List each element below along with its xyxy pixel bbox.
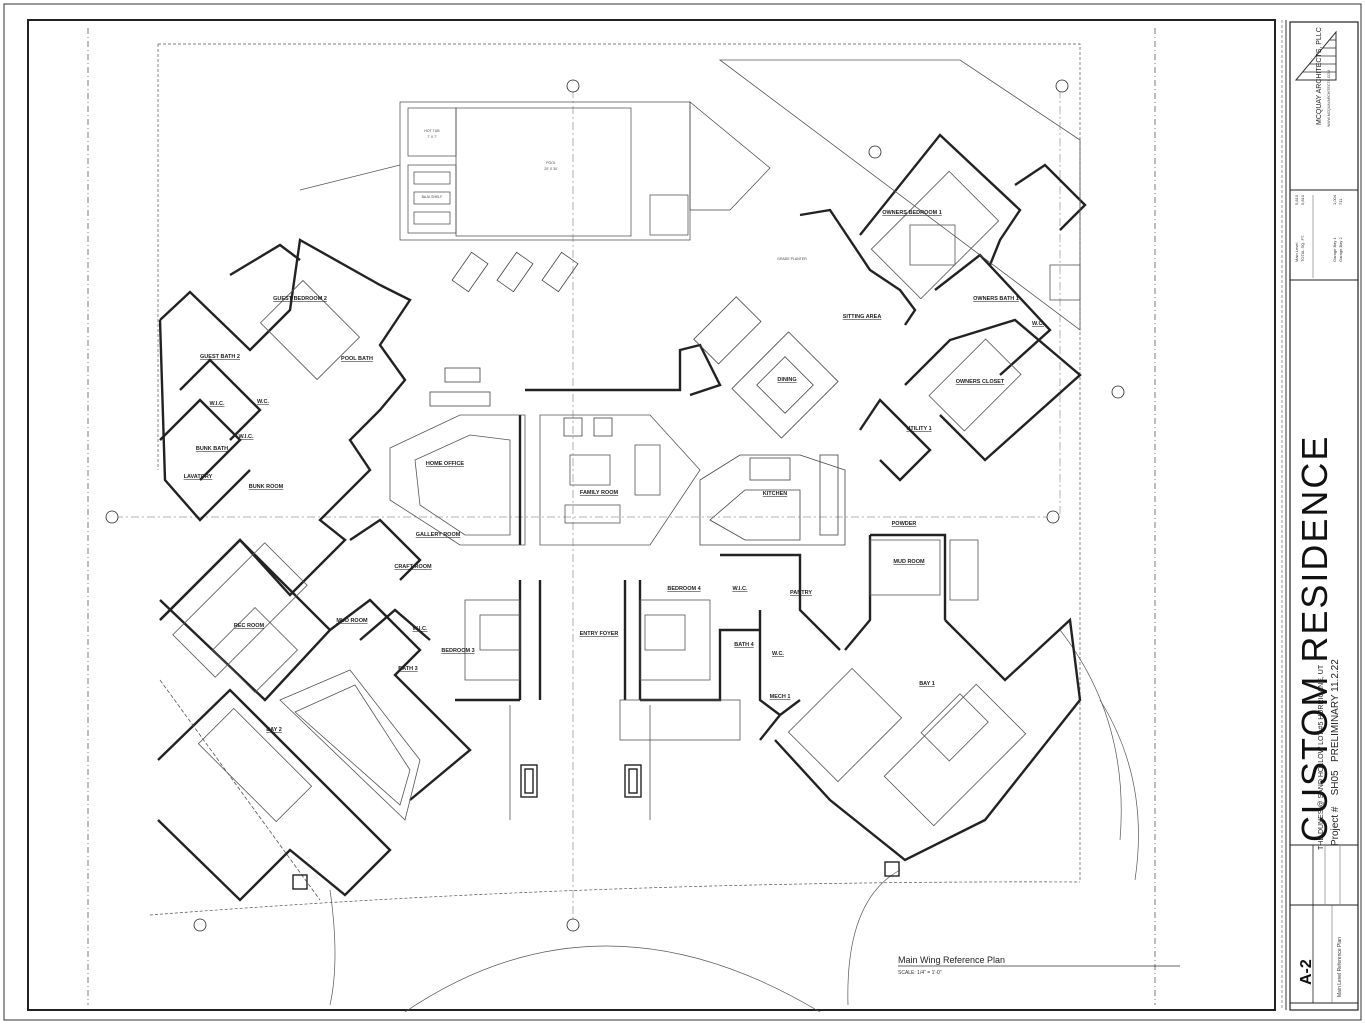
area-garage1-label: Garage Bay 1 <box>1332 237 1337 262</box>
bunk-room-label: BUNK ROOM <box>249 484 284 490</box>
area-main-level-value: 5,810 <box>1294 194 1299 205</box>
property-lines <box>87 28 1156 1005</box>
home-office-label: HOME OFFICE <box>426 461 465 467</box>
rec-room-label: REC ROOM <box>234 623 265 629</box>
pool-loungers <box>429 251 613 437</box>
area-total-value: 5,810 <box>1300 194 1305 205</box>
plan-scale: SCALE: 1/4" = 1'-0" <box>898 970 942 976</box>
guest-bath-2-label: GUEST BATH 2 <box>200 354 240 360</box>
project-number-label: Project # <box>1330 806 1341 846</box>
planters <box>292 764 900 890</box>
gallery-room-label: GALLERY ROOM <box>416 532 461 538</box>
project-phase: PRELIMINARY 11.2.22 <box>1330 659 1341 763</box>
firm-name: MCQUAY ARCHITECTS, PLLC <box>1316 27 1323 125</box>
baja-shelf-label: BAJA SHELF <box>422 195 443 199</box>
project-number: SH05 <box>1330 770 1341 796</box>
pool-bath-label: POOL BATH <box>341 356 373 362</box>
bunk-bath-label: BUNK BATH <box>196 446 228 452</box>
bay-1-label: BAY 1 <box>919 681 935 687</box>
center-walls <box>455 343 841 716</box>
area-main-level-label: Main Level <box>1294 242 1299 262</box>
hot-tub-size: 7' X 7' <box>427 135 437 139</box>
craft-room-label: CRAFT ROOM <box>394 564 432 570</box>
mud-room-east-label: MUD ROOM <box>893 559 925 565</box>
wic-a-label: W.I.C. <box>210 401 225 407</box>
grade-planter-label: GRADE PLANTER <box>777 257 807 261</box>
kitchen-label: KITCHEN <box>763 491 787 497</box>
family-room-label: FAMILY ROOM <box>580 490 619 496</box>
powder-label: POWDER <box>892 521 917 527</box>
center-thin-walls <box>389 414 741 820</box>
east-wing-thin-walls <box>299 59 1081 827</box>
wc-b-label: W.C. <box>772 651 784 657</box>
owners-bedroom-1-label: OWNERS BEDROOM 1 <box>882 210 942 216</box>
mech-1-label: MECH 1 <box>770 694 791 700</box>
pool-label: POOL <box>546 161 556 165</box>
wc-a-label: W.C. <box>257 399 269 405</box>
driveway <box>329 629 1139 1013</box>
sheet-border-outer <box>3 3 1362 1021</box>
sheet-border-inner <box>27 19 1276 1011</box>
room-labels: HOT TUB 7' X 7' POOL 20' X 30' BAJA SHEL… <box>184 129 1045 733</box>
bedroom-4-label: BEDROOM 4 <box>667 586 701 592</box>
utility-1-label: UTILITY 1 <box>906 426 931 432</box>
sitting-area-label: SITTING AREA <box>843 314 882 320</box>
pantry-label: PANTRY <box>790 590 812 596</box>
project-info: Project # SH05 PRELIMINARY 11.2.22 <box>1330 659 1341 846</box>
area-total-label: TOTAL SQ. FT. <box>1300 234 1305 262</box>
wic-c-label: W.I.C. <box>733 586 748 592</box>
area-garage2-value: 711 <box>1338 198 1343 205</box>
project-address: THE DUNES @ SAND HOLLOW LOT #5 HURRICANE… <box>1318 664 1325 850</box>
hot-tub-label: HOT TUB <box>424 129 440 133</box>
bath-3-label: BATH 3 <box>398 666 417 672</box>
title-block <box>1289 21 1359 1011</box>
plan-title: Main Wing Reference Plan <box>898 955 1006 965</box>
kitchen-area <box>693 296 846 546</box>
grid-lines <box>115 90 1061 920</box>
building-envelope <box>149 43 1081 916</box>
bay-2-label: BAY 2 <box>266 727 282 733</box>
owners-bath-1-label: OWNERS BATH 1 <box>973 296 1019 302</box>
pool-size: 20' X 30' <box>544 167 558 171</box>
wic-b-label: W.I.C. <box>413 626 428 632</box>
sheet-name: Main Level Reference Plan <box>1337 936 1343 997</box>
guest-bedroom-2-label: GUEST BEDROOM 2 <box>273 296 327 302</box>
lavatory-label: LAVATORY <box>184 474 213 480</box>
section-markers <box>105 79 1125 932</box>
west-wing-walls <box>157 238 472 902</box>
west-wing-thin-walls <box>159 279 421 901</box>
sheet-number: A-2 <box>1298 959 1315 985</box>
entry-foyer-label: ENTRY FOYER <box>580 631 619 637</box>
firm-logo <box>1294 30 1337 81</box>
wic-a2-label: W.I.C. <box>239 434 254 440</box>
wc-c-label: W.C. <box>1032 321 1044 327</box>
area-garage1-value: 1,004 <box>1332 194 1337 205</box>
owners-closet-label: OWNERS CLOSET <box>956 379 1005 385</box>
firm-contact: WWW.MCQUAYARCHITECTS.COM <box>1327 69 1331 127</box>
bath-4-label: BATH 4 <box>734 642 754 648</box>
dining-label: DINING <box>777 377 796 383</box>
pool-area <box>399 101 771 241</box>
east-wing-walls <box>759 133 1087 862</box>
bedroom-3-label: BEDROOM 3 <box>441 648 474 654</box>
mud-room-west-label: MUD ROOM <box>336 618 368 624</box>
area-garage2-label: Garage Bay 2 <box>1338 237 1343 262</box>
